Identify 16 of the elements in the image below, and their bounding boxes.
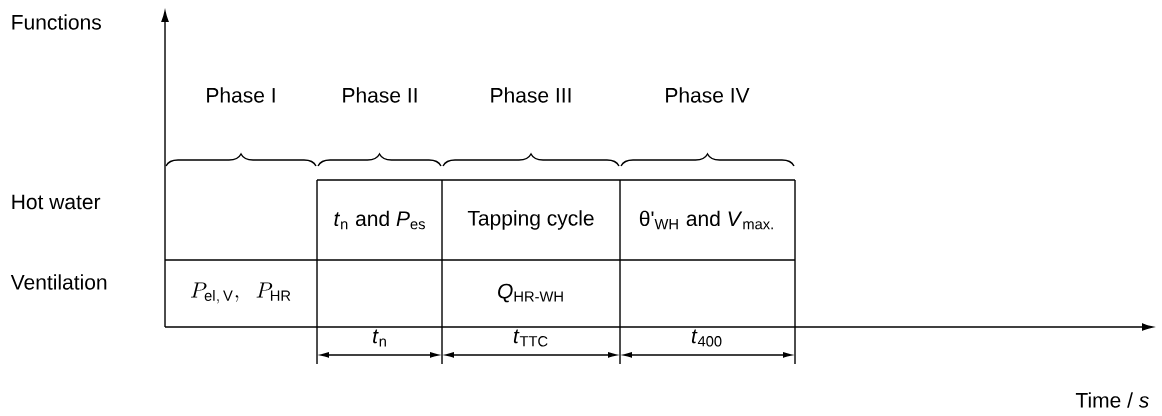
dimension-label: t$_{n}$ <box>373 329 386 347</box>
axis-label: Functions <box>12 14 101 30</box>
dimension-label: t$_{TTC}$ <box>513 329 548 347</box>
row-label: Ventilation <box>10 274 107 290</box>
cell-text: Tapping cycle <box>467 210 594 230</box>
axis-label: Time / s <box>1075 392 1149 408</box>
phase-label: Phase III <box>491 87 571 103</box>
cell-text: θ'$_{WH}$ and V$_{max.}$ <box>639 210 773 230</box>
dimension-label: t$_{400}$ <box>691 329 722 347</box>
phase-label: Phase IV <box>666 87 750 103</box>
row-label: Hot water <box>12 194 101 210</box>
cell-text: Q$_{HR-WH}$ <box>498 283 563 303</box>
cell-formula: $P_{\mathrm{el,\,V}},\;\; P_{\mathrm{HR}}$ <box>190 282 291 304</box>
phase-label: Phase I <box>207 87 275 103</box>
cell-text: t$_{n}$ and P$_{es}$ <box>334 210 425 230</box>
phase-label: Phase II <box>343 87 417 103</box>
